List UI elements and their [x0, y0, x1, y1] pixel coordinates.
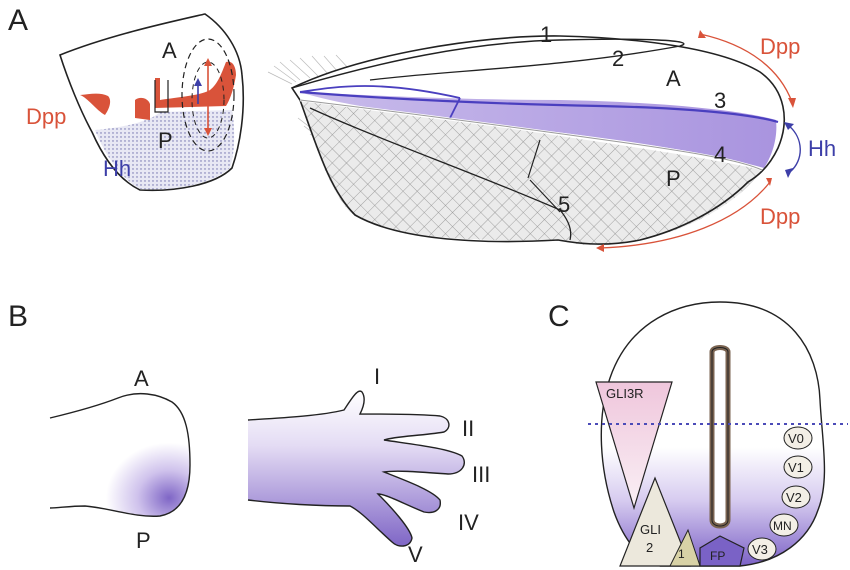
- wing-vein-label-4: 4: [714, 142, 726, 167]
- wing-dpp-bottom-label: Dpp: [760, 204, 800, 229]
- disc-dpp-label: Dpp: [26, 104, 66, 129]
- progenitor-label-v0: V0: [788, 431, 804, 446]
- panel-label-c: C: [548, 300, 570, 333]
- progenitor-label-v1: V1: [788, 460, 804, 475]
- wing-imaginal-disc: [59, 13, 245, 192]
- progenitor-label-mn: MN: [773, 519, 792, 533]
- wing-dpp-top-label: Dpp: [760, 34, 800, 59]
- adult-wing: [267, 30, 801, 252]
- digit-label-ii: II: [462, 416, 474, 441]
- digit-label-i: I: [374, 364, 380, 389]
- disc-anterior-label: A: [162, 38, 177, 63]
- panel-label-b: B: [8, 300, 28, 333]
- limb-bud: [49, 392, 191, 517]
- wing-vein-label-5: 5: [558, 192, 570, 217]
- wing-posterior-label: P: [666, 166, 681, 191]
- wing-anterior-label: A: [666, 66, 681, 91]
- gli2-label-line1: GLI: [640, 522, 661, 537]
- wing-vein-label-3: 3: [714, 88, 726, 113]
- limb-hand: [247, 390, 466, 547]
- digit-label-iii: III: [472, 462, 490, 487]
- digit-label-iv: IV: [458, 510, 479, 535]
- digit-label-v: V: [408, 542, 423, 567]
- wing-hh-label: Hh: [808, 136, 836, 161]
- wing-vein-label-2: 2: [612, 46, 624, 71]
- progenitor-label-v3: V3: [752, 542, 768, 557]
- limb-posterior-label: P: [136, 528, 151, 553]
- limb-anterior-label: A: [134, 366, 149, 391]
- floor-plate-label: FP: [710, 549, 725, 563]
- neural-tube: [588, 301, 848, 567]
- disc-posterior-label: P: [158, 128, 173, 153]
- gli3r-label: GLI3R: [606, 386, 644, 401]
- wing-vein-label-1: 1: [540, 22, 552, 47]
- disc-hh-label: Hh: [103, 156, 131, 181]
- panel-label-a: A: [8, 4, 28, 37]
- gli1-label: 1: [678, 547, 685, 561]
- progenitor-label-v2: V2: [786, 490, 802, 505]
- gli2-label-line2: 2: [646, 540, 653, 555]
